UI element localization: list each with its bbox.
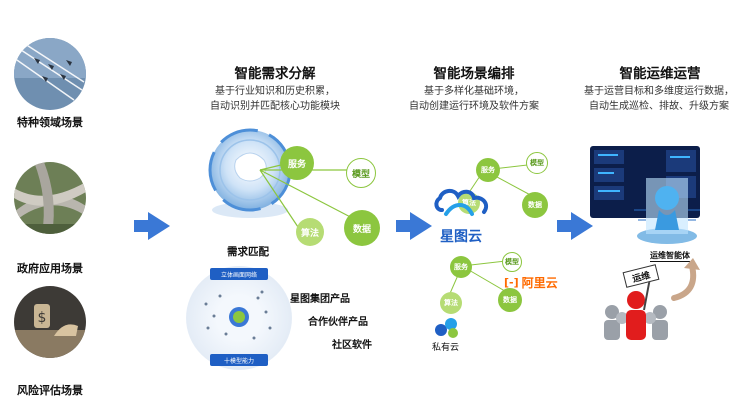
- scene-label-government: 政府应用场景: [17, 262, 83, 275]
- scene-top-bubble-model: 模型: [526, 152, 548, 174]
- need-desc-line1: 基于行业知识和历史积累，: [215, 86, 335, 97]
- need-bubble-model: 模型: [346, 158, 376, 188]
- aliyun-mark-icon: [-]: [504, 276, 519, 289]
- scene-bottom-bubble-model: 模型: [502, 252, 522, 272]
- panel-bottom-badge: 十模型能力: [210, 354, 268, 366]
- ops-agent-label: 运维智能体: [650, 251, 690, 262]
- ops-team-icon: [598, 270, 676, 346]
- need-desc-line2: 自动识别并匹配核心功能模块: [210, 101, 340, 112]
- panel-top-badge: 立体画面网络: [210, 268, 268, 280]
- scene-label-special: 特种领域场景: [17, 116, 83, 129]
- scene-top-bubble-service: 服务: [476, 158, 500, 182]
- flow-arrow-2: [396, 212, 432, 240]
- svg-text:$: $: [38, 310, 47, 326]
- ops-title: 智能运维运营: [619, 66, 701, 82]
- scene-image-risk: $: [14, 286, 86, 358]
- need-desc: 基于行业知识和历史积累， 自动识别并匹配核心功能模块: [170, 84, 380, 114]
- flow-arrow-1: [134, 212, 170, 240]
- scene-bottom-bubble-data: 数据: [498, 288, 522, 312]
- brand-xingtu: 星图云: [440, 229, 482, 245]
- capability-panel: 立体画面网络 十模型能力: [186, 266, 292, 370]
- ops-desc-line1: 基于运营目标和多维度运行数据，: [584, 86, 734, 97]
- scene-top-bubble-data: 数据: [522, 192, 548, 218]
- private-cloud-icon: [432, 316, 462, 340]
- source-community-software: 社区软件: [332, 340, 372, 351]
- private-cloud-label: 私有云: [432, 343, 460, 353]
- scene-title: 智能场景编排: [433, 66, 515, 82]
- scene-label-risk: 风险评估场景: [17, 384, 83, 397]
- scene-bottom-bubble-service: 服务: [450, 256, 472, 278]
- source-xingtu-products: 星图集团产品: [290, 294, 350, 305]
- need-bubble-service: 服务: [280, 146, 314, 180]
- panel-dots-icon: [204, 290, 272, 340]
- aliyun-logo: [-] 阿里云: [504, 274, 558, 291]
- ops-desc-line2: 自动生成巡检、排故、升级方案: [589, 101, 729, 112]
- need-bubble-data: 数据: [344, 210, 380, 246]
- need-bubble-algorithm: 算法: [296, 218, 324, 246]
- ai-brain-icon: [632, 170, 702, 246]
- flow-arrow-3: [557, 212, 593, 240]
- scene-desc: 基于多样化基础环境， 自动创建运行环境及软件方案: [384, 84, 564, 114]
- ops-desc: 基于运营目标和多维度运行数据， 自动生成巡检、排故、升级方案: [570, 84, 748, 114]
- need-title: 智能需求分解: [234, 66, 316, 82]
- brand-aliyun: 阿里云: [521, 276, 558, 290]
- scene-desc-line2: 自动创建运行环境及软件方案: [409, 101, 539, 112]
- scene-image-special: [14, 38, 86, 110]
- need-match-label: 需求匹配: [227, 246, 269, 258]
- scene-desc-line1: 基于多样化基础环境，: [424, 86, 524, 97]
- scene-bottom-bubble-algorithm: 算法: [440, 292, 462, 314]
- xingtu-cloud-logo: [432, 184, 502, 224]
- source-partner-products: 合作伙伴产品: [308, 317, 368, 328]
- ops-dashboard: [590, 146, 700, 218]
- scene-image-government: [14, 162, 86, 234]
- ops-curve-arrow-icon: [671, 258, 700, 301]
